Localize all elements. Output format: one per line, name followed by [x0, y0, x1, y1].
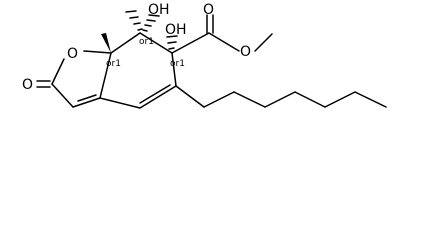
wedge-bond-c7a-h: [101, 33, 111, 53]
hash-bond-c7-oh-2: [144, 24, 152, 27]
bond-c6-c5: [171, 52, 177, 87]
stereo-descriptor-c7a: or1: [106, 59, 121, 69]
hydroxyl-c7-label: OH: [148, 2, 170, 18]
bond-c3-c3a-inner: [77, 94, 97, 102]
ester-oxygen-label: O: [240, 44, 251, 60]
stereo-descriptor-c7: or1: [139, 37, 154, 47]
bond-chain-3-4: [264, 91, 296, 108]
hydroxyl-c6-label: OH: [165, 22, 187, 38]
hash-bond-c7-methyl-2: [133, 22, 141, 25]
bond-c5-chain-1: [175, 85, 205, 108]
bond-chain-6-7: [354, 91, 387, 108]
bond-c4-c3a: [99, 97, 141, 109]
bond-ester-c-o-single: [208, 32, 240, 52]
bond-c5-c4: [139, 85, 177, 109]
ring-oxygen-label: O: [67, 46, 78, 62]
hash-bond-c6-oh-1: [168, 47, 175, 50]
bond-c2-c3: [51, 83, 74, 108]
bond-c3a-c7a: [99, 52, 112, 99]
hash-bond-c7-methyl-4: [125, 10, 137, 13]
bond-c7a-c7: [110, 32, 141, 54]
bond-o1-c7a: [83, 50, 112, 54]
hash-bond-c6-oh-3: [166, 35, 178, 38]
chemical-structure-diagram: O O OH OH O O or1 or1 or1: [22, 2, 387, 109]
bond-chain-1-2: [203, 91, 235, 108]
hash-bond-c7-methyl-3: [129, 16, 139, 19]
hash-bond-c7-oh-3: [146, 19, 156, 22]
bond-chain-2-3: [233, 91, 266, 108]
hash-bond-c6-oh-2: [167, 41, 177, 44]
hash-bond-c7-oh-4: [148, 14, 160, 17]
hash-bond-c7-oh-1: [142, 29, 148, 32]
bond-c7-c6: [139, 32, 173, 54]
bond-chain-4-5: [294, 91, 326, 108]
bond-c6-ester-c: [171, 32, 210, 54]
bond-chain-5-6: [324, 91, 356, 108]
hash-bond-c7-methyl-1: [137, 28, 143, 31]
bond-c3-c3a: [72, 97, 101, 108]
stereo-descriptor-c6: or1: [170, 59, 185, 69]
bond-c5-c4-inner: [139, 84, 171, 104]
ester-carbonyl-oxygen-label: O: [203, 2, 214, 18]
bond-c2-o1: [51, 58, 65, 85]
lactone-carbonyl-oxygen-label: O: [22, 77, 33, 93]
bond-ester-o-methyl: [254, 33, 273, 52]
